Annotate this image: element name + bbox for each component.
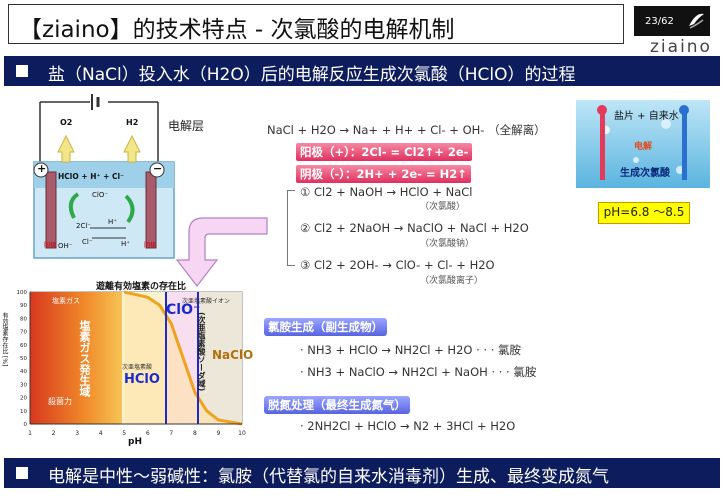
y-tick-label: 60 <box>20 343 27 349</box>
sterilize-label: 殺菌力 <box>48 397 72 406</box>
chloramine-label: 氯胺生成（副生成物） <box>264 318 387 336</box>
h-plus-label-2: H⁺ <box>121 240 130 248</box>
section-bar-bottom-text: 电解是中性～弱碱性：氯胺（代替氯的自来水消毒剂）生成、最终变成氮气 <box>48 467 609 487</box>
cathode-equation: 阴极（-）：2H+ + 2e- = H2↑ <box>296 165 471 183</box>
chloramine-eq-1: · NH3 + HClO → NH2Cl + H2O · · · 氯胺 <box>300 343 522 357</box>
hclo-sub-label: 次亜塩素酸 <box>122 364 153 371</box>
two-cl-label: 2Cl⁻ <box>76 222 91 230</box>
hclo-region-label: HClO <box>124 372 160 387</box>
y-tick-label: 50 <box>20 356 27 362</box>
section-bar-top-text: 盐（NaCl）投入水（H2O）后的电解反应生成次氯酸（HClO）的过程 <box>48 65 576 85</box>
y-tick-label: 0 <box>24 422 28 428</box>
y-tick-label: 80 <box>20 316 27 322</box>
hclo-ion-label: HClO + H⁺ + Cl⁻ <box>58 172 125 181</box>
electrolysis-layer-label: 电解层 <box>168 119 205 133</box>
logo-leaf-icon <box>689 13 704 29</box>
inset-label-mid: 电解 <box>634 142 653 152</box>
chlorine-gas-label: 塩素ガス <box>52 297 80 305</box>
x-tick-label: 5 <box>122 430 126 437</box>
denitrogen-eq-1: · 2NH2Cl + HClO → N2 + 3HCl + H2O <box>300 419 516 433</box>
chart-title: 遊離有効塩素の存在比 <box>96 282 187 292</box>
hclo-series-line <box>123 290 243 426</box>
y-tick-label: 10 <box>20 409 27 415</box>
clo-ion-label: ClO⁻ <box>92 191 109 199</box>
soda-region-label: (次亜塩素酸ソーダ域) <box>197 312 206 392</box>
h2-label: H2 <box>126 118 139 127</box>
chart-ylabel: 有効塩素存在比 [%] <box>1 312 8 367</box>
x-tick-label: 6 <box>146 430 150 437</box>
chlorine-ratio-chart: 1 2 3 4 5 6 7 8 9 10 0 10 20 30 40 50 60 70 80 90 100 <box>17 290 246 437</box>
x-tick-label: 8 <box>193 430 197 437</box>
flow-arrow-icon <box>175 217 268 287</box>
oh-label: OH⁻ <box>58 242 73 250</box>
electrolysis-diagram <box>33 94 175 259</box>
reaction-3: ③ Cl2 + 2OH- → ClO- + Cl- + H2O <box>300 258 495 272</box>
x-tick-label: 7 <box>169 430 173 437</box>
clo-sub-label: 次亜塩素酸イオン <box>182 298 231 305</box>
section-bar-top: 盐（NaCl）投入水（H2O）后的电解反应生成次氯酸（HClO）的过程 <box>4 56 720 86</box>
minus-terminal-label: − <box>153 162 163 175</box>
h-plus-label: H⁺ <box>108 218 117 226</box>
page-title: 【ziaino】的技术特点 - 次氯酸的电解机制 <box>19 17 455 43</box>
anode-equation: 阳极（+）：2Cl- = Cl2↑+ 2e- <box>296 143 473 161</box>
reaction-2-note: （次氯酸钠） <box>420 239 475 249</box>
cl-label: Cl⁻ <box>82 238 93 246</box>
y-tick-label: 100 <box>17 290 28 296</box>
bullet-square-icon <box>16 467 28 479</box>
denitrogen-label: 脱氮处理（最终生成氮气） <box>264 396 410 414</box>
electrolysis-inset-image <box>576 100 710 188</box>
reaction-1: ① Cl2 + NaOH → HClO + NaCl <box>300 185 473 199</box>
inset-label-top: 盐片 + 自来水 <box>614 111 679 122</box>
y-tick-label: 20 <box>20 396 27 402</box>
bullet-square-icon <box>16 65 28 77</box>
reaction-3-note: （次氯酸离子） <box>420 276 484 286</box>
y-tick-label: 30 <box>20 382 27 388</box>
chloramine-eq-2: · NH3 + NaClO → NH2Cl + NaOH · · · 氯胺 <box>300 365 537 379</box>
dissociation-equation: NaCl + H2O → Na+ + H+ + Cl- + OH- （全解离） <box>267 123 546 137</box>
reaction-1-note: （次氯酸） <box>420 202 466 212</box>
y-tick-label: 70 <box>20 330 27 336</box>
gas-region-label: 塩素ガス発生域 <box>78 320 91 397</box>
section-bar-bottom: 电解是中性～弱碱性：氯胺（代替氯的自来水消毒剂）生成、最终变成氮气 <box>4 458 720 488</box>
page-indicator: 23/62 <box>634 6 710 36</box>
naclo-region-label: NaClO <box>212 348 254 362</box>
clo-region-label: ClO⁻ <box>166 302 201 318</box>
x-tick-label: 10 <box>238 430 246 437</box>
reaction-2: ② Cl2 + 2NaOH → NaClO + NaCl + H2O <box>300 221 529 235</box>
x-tick-label: 9 <box>217 430 221 437</box>
x-tick-label: 1 <box>28 430 32 437</box>
y-tick-label: 40 <box>20 369 27 375</box>
o2-label: O2 <box>60 118 73 127</box>
cathode-label: 阴极 <box>144 242 157 249</box>
chart-xlabel: pH <box>128 437 142 447</box>
title-box: 【ziaino】的技术特点 - 次氯酸的电解机制 <box>8 4 624 44</box>
y-tick-label: 90 <box>20 303 27 309</box>
x-tick-label: 4 <box>99 430 103 437</box>
reaction-bracket <box>287 190 295 266</box>
ph-range-badge: pH=6.8 ～8.5 <box>598 202 690 224</box>
brand-logo: ziaino <box>650 37 712 57</box>
x-tick-label: 3 <box>75 430 79 437</box>
anode-label: 阳极 <box>44 242 57 249</box>
page-number: 23/62 <box>645 16 674 27</box>
plus-terminal-label: + <box>37 162 47 175</box>
inset-label-bottom: 生成次氯酸 <box>620 168 670 179</box>
x-tick-label: 2 <box>52 430 56 437</box>
